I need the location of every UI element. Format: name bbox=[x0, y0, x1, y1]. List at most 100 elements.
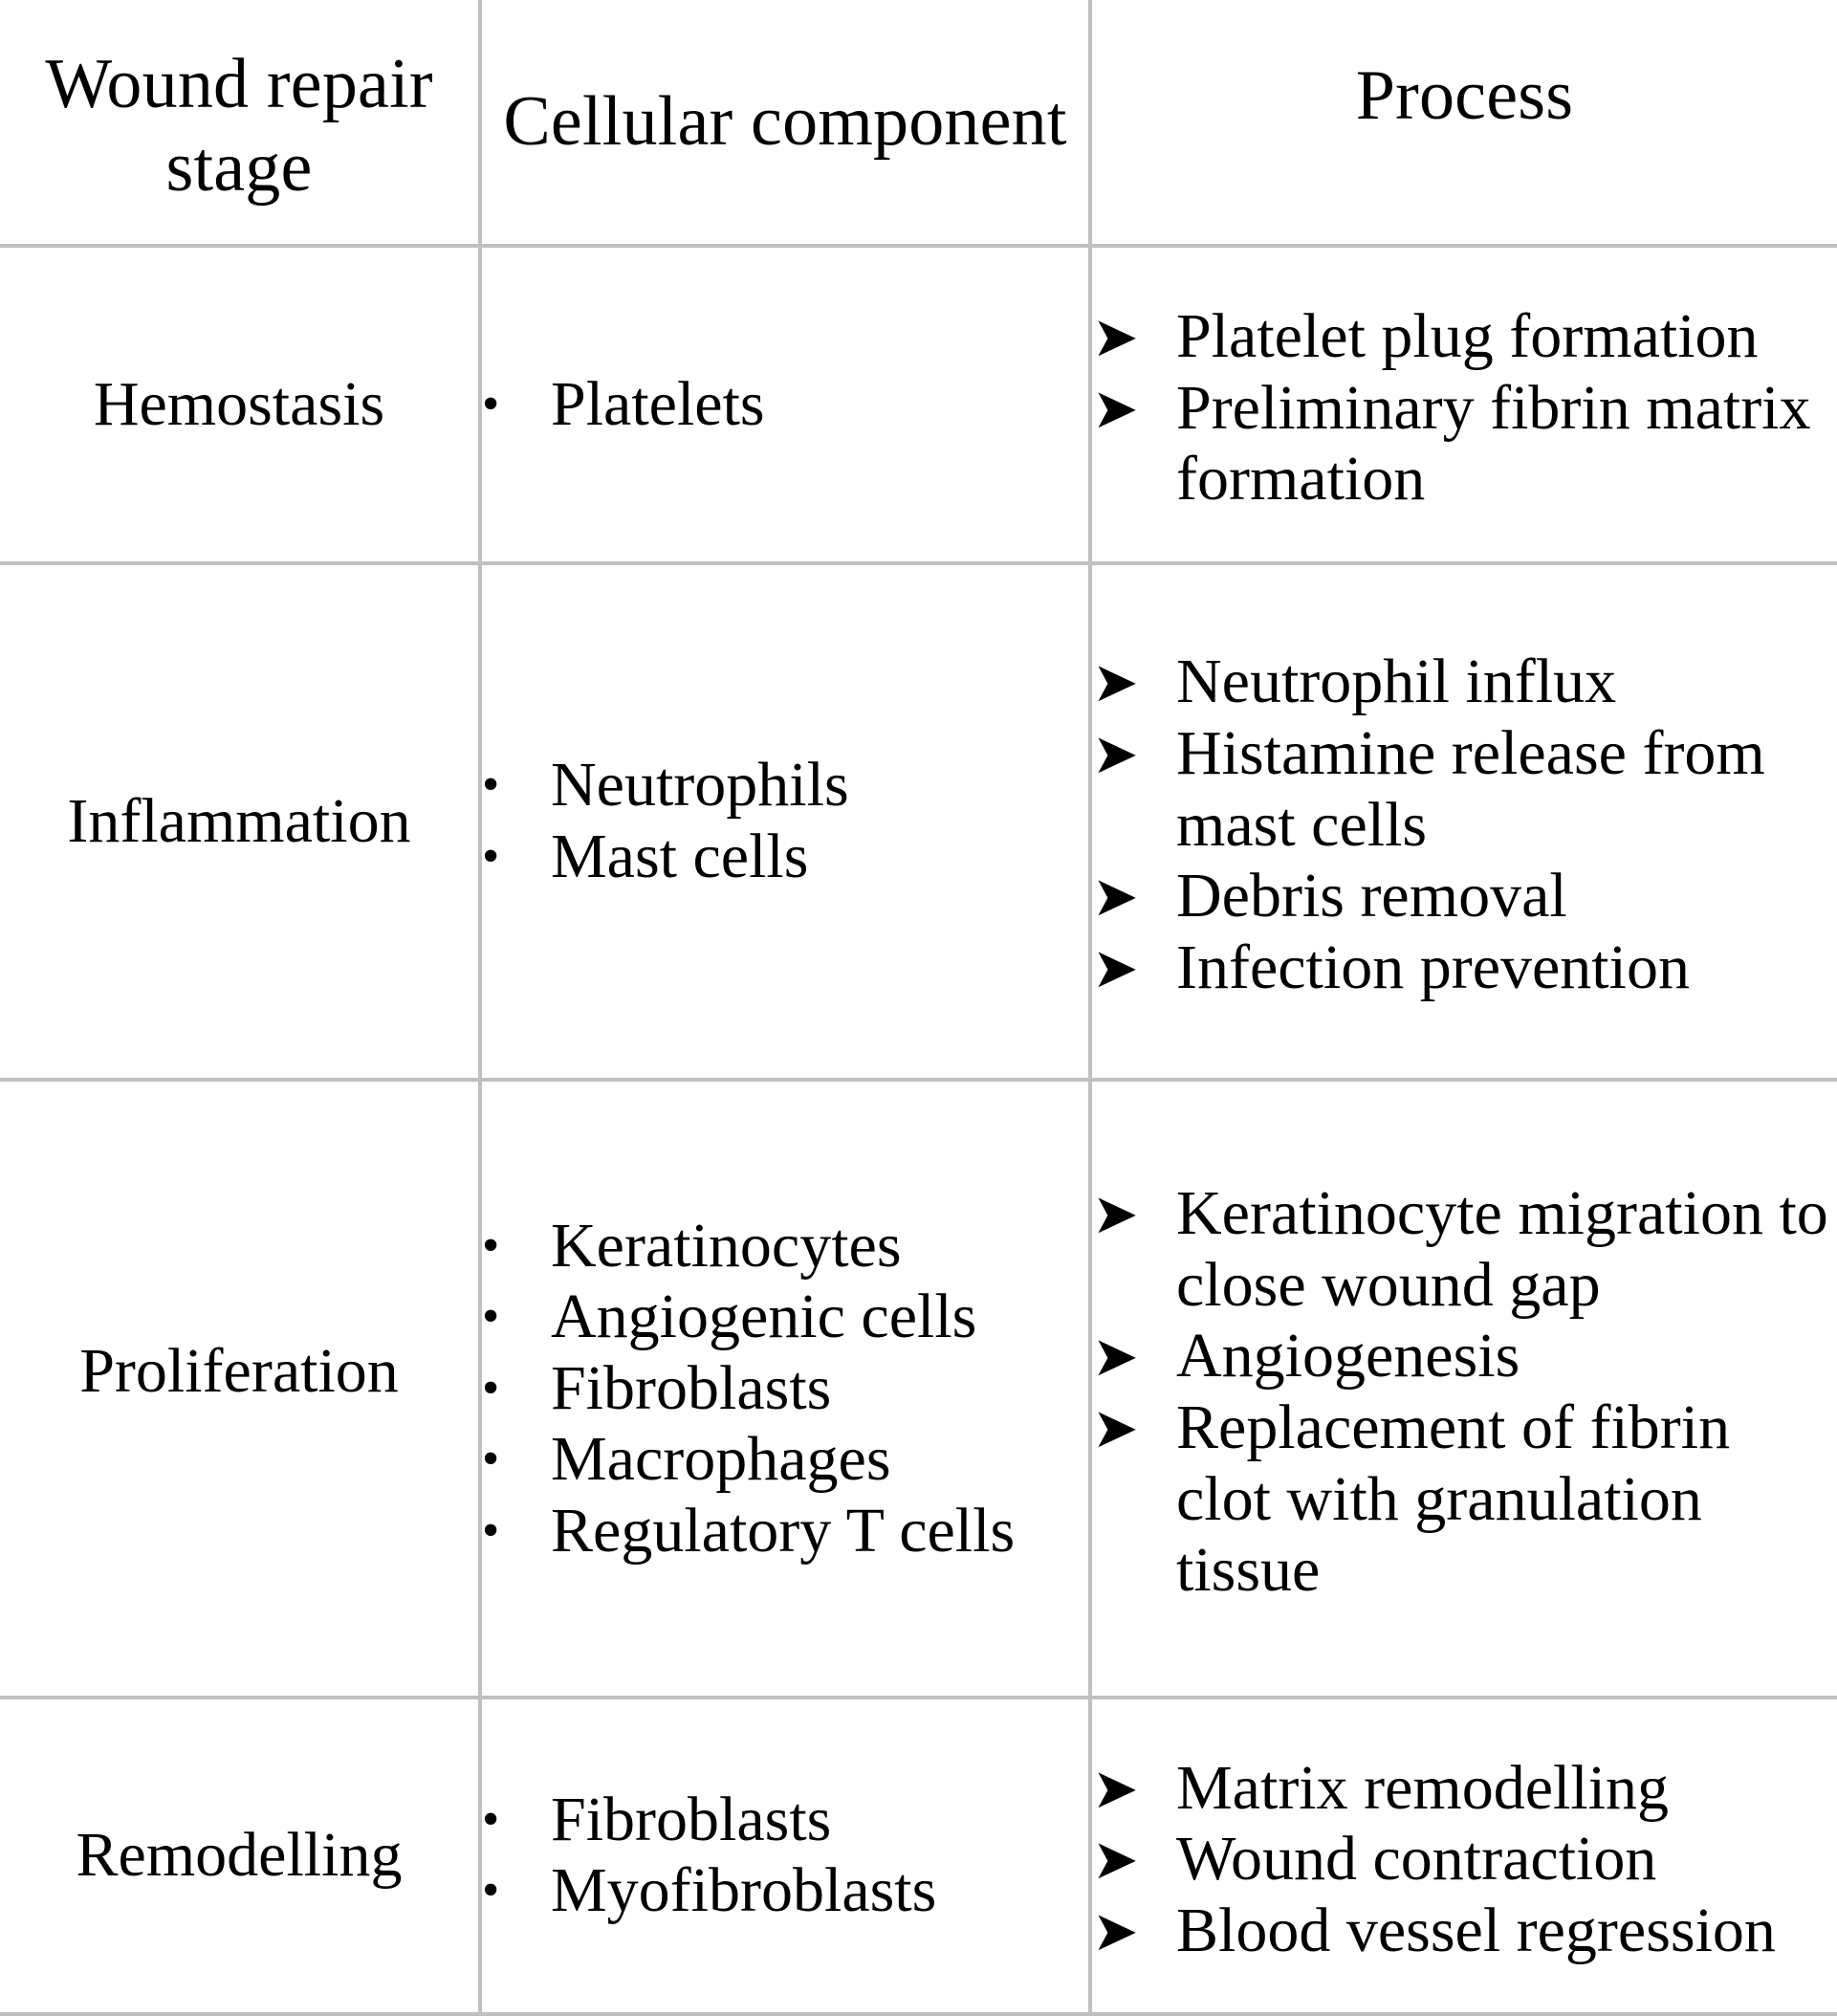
bullet-arrow-icon: ➤ bbox=[1092, 1181, 1139, 1247]
stage-cell-remodelling: Remodelling bbox=[0, 1697, 482, 2016]
table-row: Remodelling • Fibroblasts • Myofibroblas… bbox=[0, 1697, 1837, 2016]
bullet-arrow-icon: ➤ bbox=[1092, 1827, 1139, 1893]
header-cell-stage: Wound repair stage bbox=[0, 0, 482, 249]
stage-label: Hemostasis bbox=[93, 368, 385, 439]
bullet-arrow-icon: ➤ bbox=[1092, 721, 1139, 786]
process-label: Preliminary fibrin matrix formation bbox=[1176, 372, 1811, 515]
table-header-row: Wound repair stage Cellular component Pr… bbox=[0, 0, 1837, 249]
process-label: Infection prevention bbox=[1176, 931, 1690, 1002]
bullet-dot-icon: • bbox=[482, 376, 500, 431]
process-label: Matrix remodelling bbox=[1176, 1752, 1670, 1823]
component-label: Fibroblasts bbox=[551, 1352, 832, 1423]
component-list: • Platelets bbox=[482, 369, 1088, 441]
bullet-dot-icon: • bbox=[482, 828, 500, 884]
list-item: • Platelets bbox=[482, 369, 1088, 441]
list-item: ➤ Histamine release from mast cells bbox=[1092, 718, 1837, 861]
bullet-dot-icon: • bbox=[482, 1863, 500, 1918]
component-list: • Keratinocytes • Angiogenic cells • Fib… bbox=[482, 1211, 1088, 1567]
process-cell-remodelling: ➤ Matrix remodelling ➤ Wound contraction… bbox=[1090, 1697, 1837, 2016]
header-cell-component: Cellular component bbox=[480, 0, 1092, 249]
process-label: Histamine release from mast cells bbox=[1176, 718, 1765, 860]
process-list: ➤ Keratinocyte migration to close wound … bbox=[1092, 1178, 1837, 1606]
list-item: ➤ Angiogenesis bbox=[1092, 1321, 1837, 1392]
table-row: Inflammation • Neutrophils • Mast cells bbox=[0, 562, 1837, 1083]
component-label: Mast cells bbox=[551, 821, 809, 891]
list-item: • Myofibroblasts bbox=[482, 1855, 1088, 1927]
list-item: ➤ Replacement of fibrin clot with granul… bbox=[1092, 1392, 1837, 1607]
component-label: Keratinocytes bbox=[551, 1210, 902, 1281]
component-list: • Neutrophils • Mast cells bbox=[482, 750, 1088, 892]
process-list: ➤ Platelet plug formation ➤ Preliminary … bbox=[1092, 301, 1837, 515]
process-list: ➤ Matrix remodelling ➤ Wound contraction… bbox=[1092, 1753, 1837, 1967]
component-label: Regulatory T cells bbox=[551, 1495, 1016, 1566]
list-item: ➤ Matrix remodelling bbox=[1092, 1753, 1837, 1825]
component-label: Neutrophils bbox=[551, 750, 849, 821]
list-item: • Neutrophils bbox=[482, 750, 1088, 822]
list-item: • Angiogenic cells bbox=[482, 1282, 1088, 1353]
bullet-dot-icon: • bbox=[482, 1502, 500, 1558]
component-cell-remodelling: • Fibroblasts • Myofibroblasts bbox=[480, 1697, 1092, 2016]
list-item: • Macrophages bbox=[482, 1424, 1088, 1496]
list-item: ➤ Wound contraction bbox=[1092, 1824, 1837, 1895]
component-list: • Fibroblasts • Myofibroblasts bbox=[482, 1785, 1088, 1927]
bullet-arrow-icon: ➤ bbox=[1092, 934, 1139, 1000]
process-label: Neutrophil influx bbox=[1176, 646, 1617, 717]
list-item: ➤ Blood vessel regression bbox=[1092, 1895, 1837, 1967]
process-cell-inflammation: ➤ Neutrophil influx ➤ Histamine release … bbox=[1090, 562, 1837, 1083]
bullet-dot-icon: • bbox=[482, 1289, 500, 1345]
bullet-arrow-icon: ➤ bbox=[1092, 304, 1139, 370]
list-item: • Fibroblasts bbox=[482, 1785, 1088, 1856]
stage-label: Proliferation bbox=[79, 1335, 399, 1406]
process-label: Platelet plug formation bbox=[1176, 301, 1759, 372]
bullet-arrow-icon: ➤ bbox=[1092, 1897, 1139, 1963]
process-label: Debris removal bbox=[1176, 861, 1567, 931]
table-row: Proliferation • Keratinocytes • Angiogen… bbox=[0, 1080, 1837, 1699]
process-cell-hemostasis: ➤ Platelet plug formation ➤ Preliminary … bbox=[1090, 246, 1837, 565]
list-item: ➤ Platelet plug formation bbox=[1092, 301, 1837, 373]
stage-label: Inflammation bbox=[67, 785, 411, 856]
stage-label: Remodelling bbox=[76, 1820, 403, 1891]
process-label: Blood vessel regression bbox=[1176, 1895, 1776, 1965]
list-item: • Regulatory T cells bbox=[482, 1496, 1088, 1567]
bullet-dot-icon: • bbox=[482, 1791, 500, 1847]
component-cell-inflammation: • Neutrophils • Mast cells bbox=[480, 562, 1092, 1083]
bullet-arrow-icon: ➤ bbox=[1092, 649, 1139, 715]
list-item: ➤ Keratinocyte migration to close wound … bbox=[1092, 1178, 1837, 1321]
list-item: ➤ Neutrophil influx bbox=[1092, 646, 1837, 718]
column-header-stage: Wound repair stage bbox=[45, 45, 433, 207]
bullet-dot-icon: • bbox=[482, 1432, 500, 1487]
component-cell-proliferation: • Keratinocytes • Angiogenic cells • Fib… bbox=[480, 1080, 1092, 1699]
stage-cell-hemostasis: Hemostasis bbox=[0, 246, 482, 565]
header-cell-process: Process bbox=[1090, 0, 1837, 249]
bullet-dot-icon: • bbox=[482, 1360, 500, 1415]
bullet-arrow-icon: ➤ bbox=[1092, 1395, 1139, 1460]
component-label: Macrophages bbox=[551, 1424, 891, 1495]
component-label: Platelets bbox=[551, 368, 765, 439]
bullet-dot-icon: • bbox=[482, 757, 500, 813]
process-cell-proliferation: ➤ Keratinocyte migration to close wound … bbox=[1090, 1080, 1837, 1699]
stage-cell-proliferation: Proliferation bbox=[0, 1080, 482, 1699]
list-item: • Keratinocytes bbox=[482, 1211, 1088, 1282]
process-label: Angiogenesis bbox=[1176, 1321, 1520, 1391]
process-list: ➤ Neutrophil influx ➤ Histamine release … bbox=[1092, 646, 1837, 1003]
list-item: ➤ Debris removal bbox=[1092, 861, 1837, 932]
list-item: ➤ Infection prevention bbox=[1092, 932, 1837, 1004]
component-cell-hemostasis: • Platelets bbox=[480, 246, 1092, 565]
bullet-dot-icon: • bbox=[482, 1217, 500, 1273]
bullet-arrow-icon: ➤ bbox=[1092, 864, 1139, 930]
column-header-process: Process bbox=[1355, 56, 1574, 136]
component-label: Myofibroblasts bbox=[551, 1855, 937, 1926]
list-item: • Fibroblasts bbox=[482, 1353, 1088, 1425]
list-item: • Mast cells bbox=[482, 822, 1088, 893]
bullet-arrow-icon: ➤ bbox=[1092, 1324, 1139, 1390]
component-label: Angiogenic cells bbox=[551, 1282, 977, 1352]
process-label: Wound contraction bbox=[1176, 1824, 1657, 1895]
column-header-component: Cellular component bbox=[503, 82, 1067, 162]
list-item: ➤ Preliminary fibrin matrix formation bbox=[1092, 373, 1837, 515]
bullet-arrow-icon: ➤ bbox=[1092, 375, 1139, 441]
component-label: Fibroblasts bbox=[551, 1784, 832, 1854]
bullet-arrow-icon: ➤ bbox=[1092, 1755, 1139, 1821]
stage-cell-inflammation: Inflammation bbox=[0, 562, 482, 1083]
process-label: Replacement of fibrin clot with granulat… bbox=[1176, 1392, 1731, 1606]
